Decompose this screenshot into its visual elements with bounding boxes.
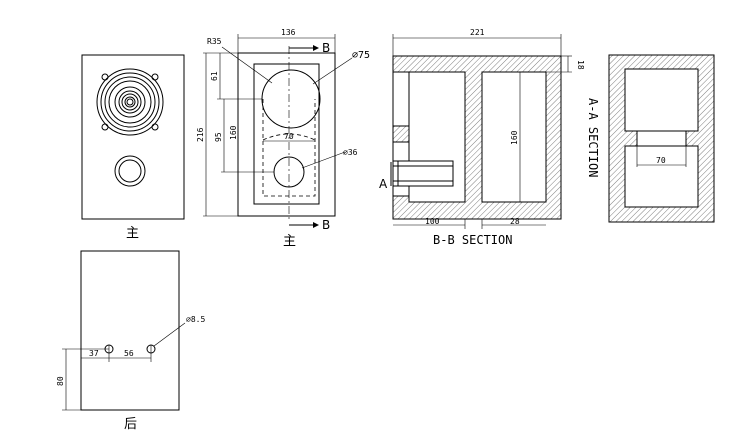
dim-woofer-dia: ⌀75 [352,50,370,61]
section-bb-walls [392,55,562,220]
woofer-cutout [261,69,321,129]
section-aa-view: 70 A-A SECTION [586,54,715,223]
dim-width: 136 [281,28,296,37]
dim-inner-height: 160 [510,130,519,145]
woofer-driver [96,68,164,136]
dim-depth: 221 [470,28,485,37]
dim-port-center: 160 [229,125,238,140]
inner-outline [253,63,320,205]
dim-port-width: 70 [656,156,666,165]
front-dim-view-label: 主 [283,234,296,249]
dim-top-offset: 61 [210,71,219,81]
cut-marker-top: B [322,41,330,55]
cut-marker-a: A [379,177,388,191]
rear-panel-outline [80,250,180,411]
dim-height: 216 [196,127,205,142]
front-view-label: 主 [126,226,139,241]
dim-radius: R35 [207,37,222,46]
dim-port-len: 100 [425,217,440,226]
dim-woofer-width: 70 [284,132,294,141]
dim-wall: 18 [576,60,585,70]
dim-spacing: 56 [124,349,134,358]
rear-view-label: 后 [124,417,137,432]
port-slot [636,130,687,147]
dim-gap: 28 [510,217,520,226]
dim-height-offset: 80 [56,376,65,386]
rear-view: ⌀8.5 37 56 80 后 [56,250,205,432]
section-bb-view: 221 18 160 100 28 A B-B SECTION [379,28,585,247]
cut-marker-bottom: B [322,218,330,232]
front-view: 主 [81,54,185,241]
front-dimension-view: B B 136 216 61 95 160 70 R35 ⌀75 [196,28,370,249]
dim-left-offset: 37 [89,349,99,358]
dim-woofer-center: 95 [214,132,223,142]
bass-port [114,155,146,187]
front-panel-outline [81,54,185,220]
dim-hole-dia: ⌀8.5 [186,315,205,324]
port-tube [392,160,454,187]
dim-port-dia: ⌀36 [343,148,358,157]
section-aa-label: A-A SECTION [586,98,600,177]
section-bb-label: B-B SECTION [433,233,512,247]
